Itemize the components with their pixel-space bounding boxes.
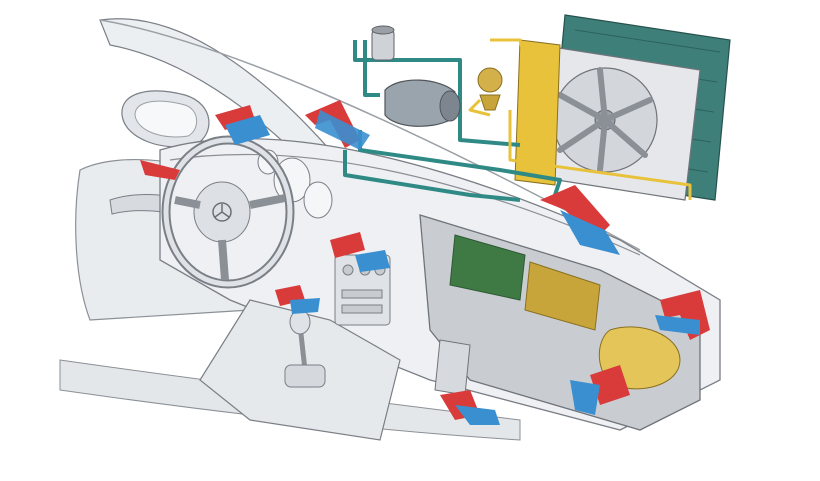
receiver-drier	[371, 25, 395, 61]
airflow-arrow-left-vent	[140, 160, 180, 180]
airflow-arrow-footwell-right	[590, 365, 630, 405]
gear-shifter	[284, 309, 326, 388]
expansion-valve	[477, 67, 503, 111]
ac-compressor-icon	[384, 79, 461, 127]
fan-motor-housing	[514, 39, 561, 186]
evaporator	[524, 261, 601, 331]
hvac-housing	[419, 214, 701, 431]
three-pointed-star-icon	[212, 202, 232, 222]
airflow-arrow-center	[330, 232, 365, 258]
fan-shroud	[524, 44, 701, 201]
air-duct	[434, 339, 471, 396]
climate-control-panel	[334, 254, 391, 326]
side-mirror	[121, 90, 210, 148]
heater-core	[449, 234, 526, 301]
dash-top-edge	[169, 153, 641, 256]
airflow-arrow-mirror	[215, 105, 255, 130]
airflow-arrows	[140, 100, 710, 425]
steering-wheel-icon	[161, 135, 295, 289]
refrigerant-pipes	[468, 38, 692, 200]
